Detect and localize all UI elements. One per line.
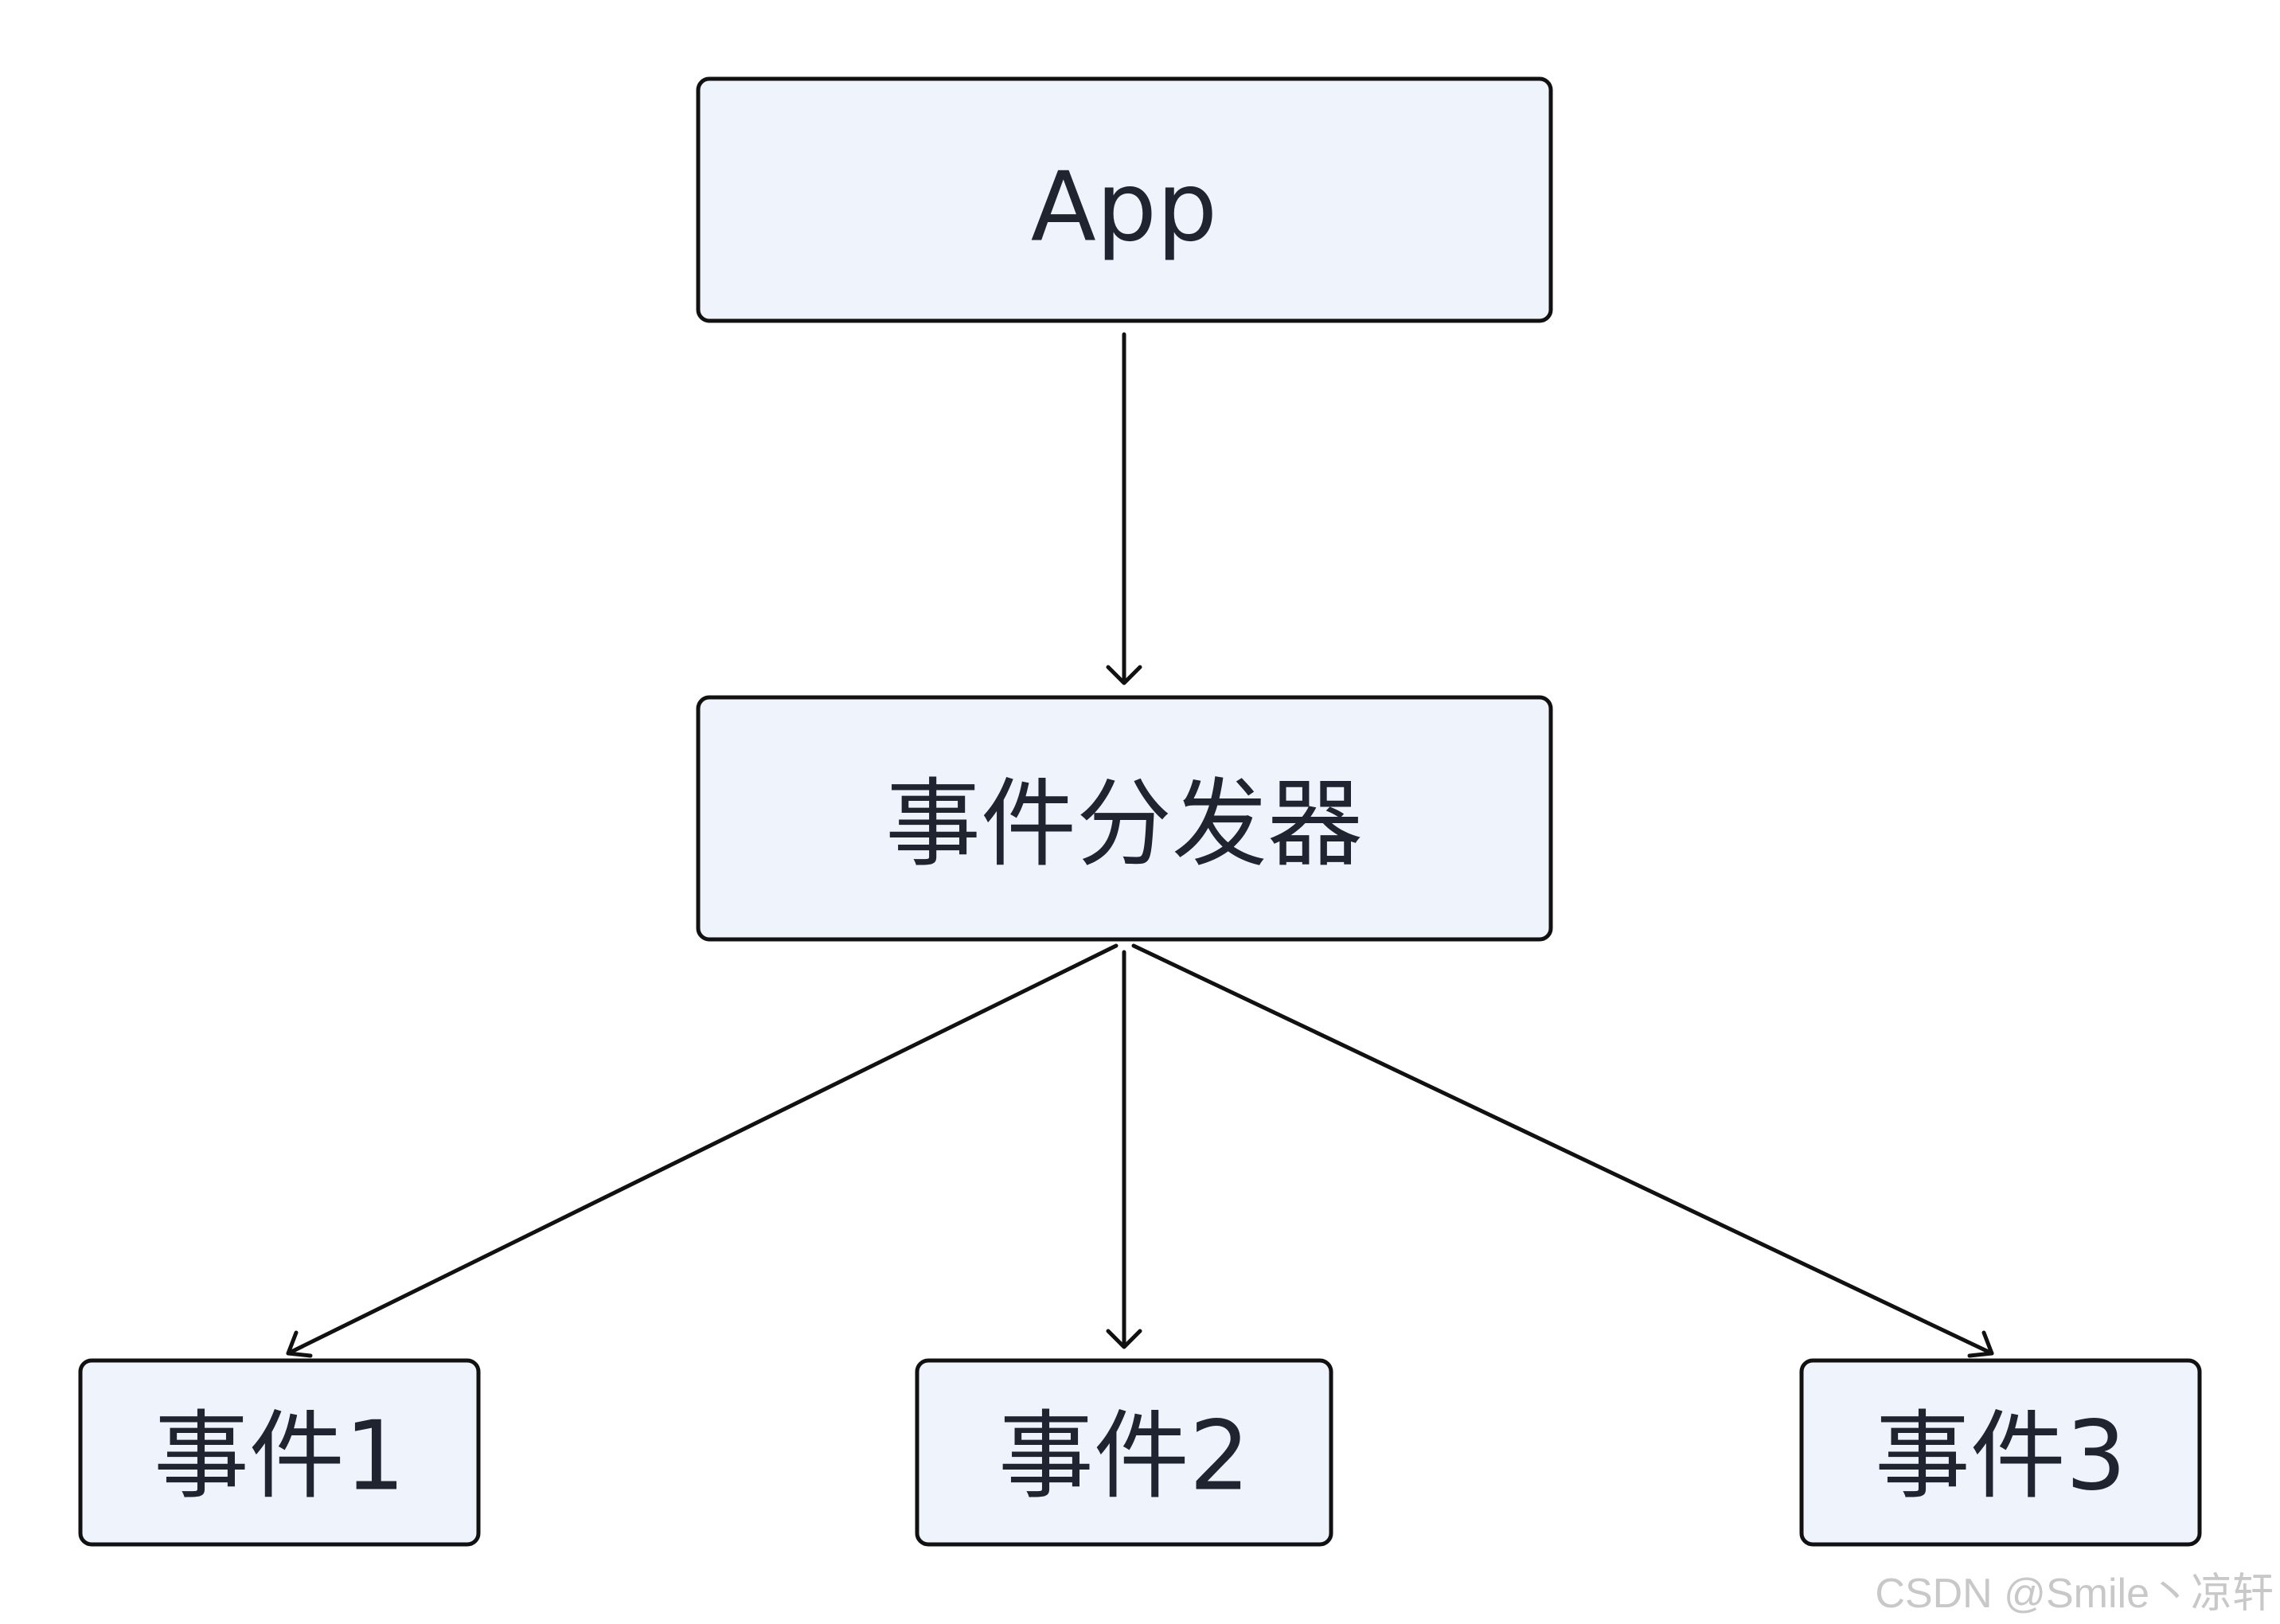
- edge-app-to-dispatcher: [1106, 332, 1142, 685]
- node-dispatcher: 事件分发器: [696, 695, 1553, 942]
- node-app: App: [696, 76, 1553, 323]
- node-app-label: App: [1031, 153, 1217, 264]
- node-event3-label: 事件3: [1875, 1402, 2126, 1513]
- node-event2: 事件2: [915, 1358, 1333, 1547]
- node-dispatcher-label: 事件分发器: [885, 770, 1363, 880]
- watermark-text: CSDN @Smile丶凉轩: [1875, 1571, 2274, 1617]
- edge-dispatcher-to-event3: [1131, 943, 1994, 1358]
- node-event2-label: 事件2: [998, 1402, 1250, 1513]
- node-event1-label: 事件1: [154, 1402, 405, 1513]
- edge-dispatcher-to-event2: [1106, 950, 1142, 1349]
- node-event3: 事件3: [1799, 1358, 2202, 1547]
- edge-dispatcher-to-event1: [286, 943, 1119, 1358]
- node-event1: 事件1: [78, 1358, 481, 1547]
